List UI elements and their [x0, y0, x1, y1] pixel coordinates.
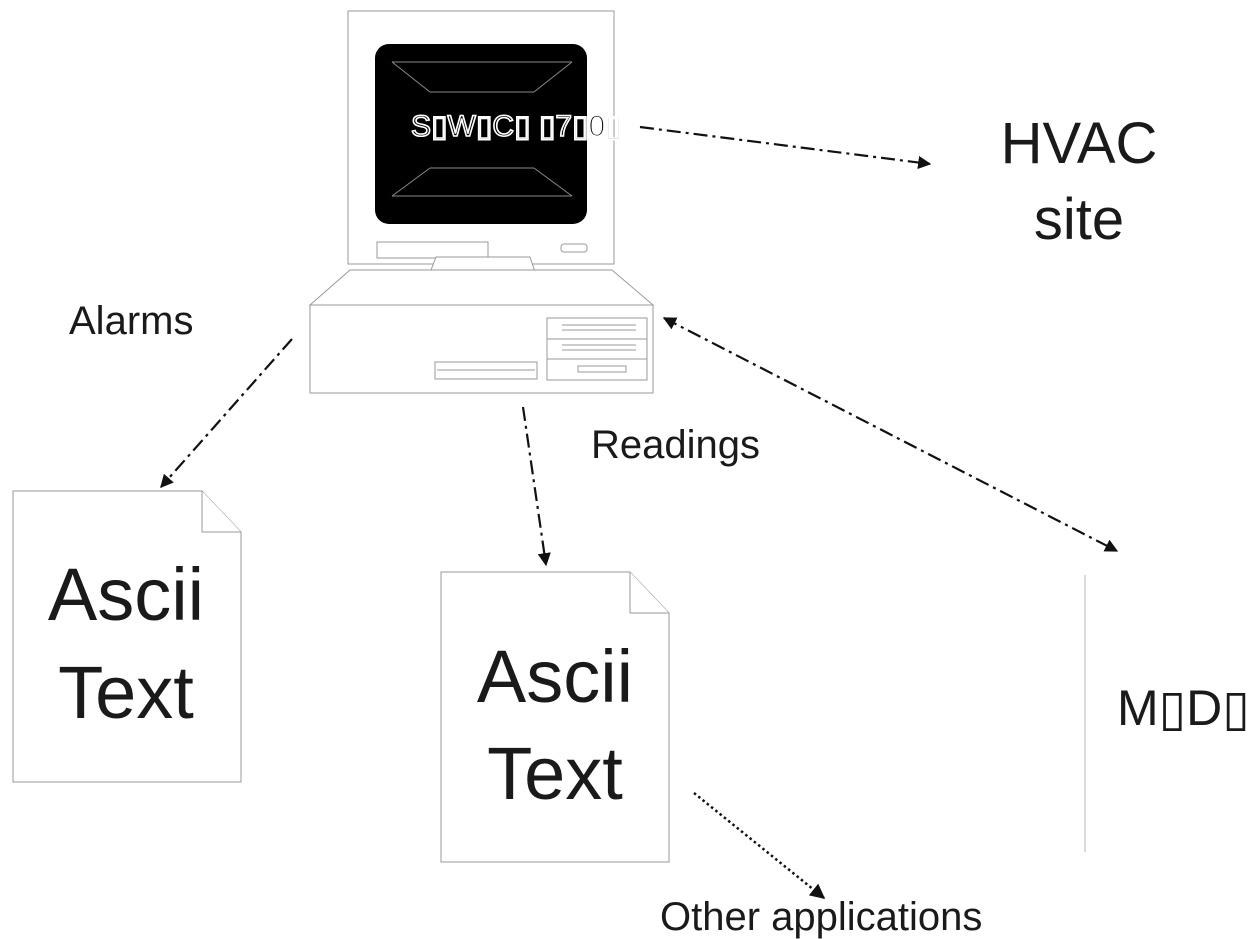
hvac-site-label-line2: site	[1034, 187, 1124, 252]
alarms-label: Alarms	[69, 299, 193, 343]
alarms-document: Ascii Text	[12, 490, 242, 783]
computer-icon: S▯W▯C▯ ▯7▯0▯	[308, 10, 655, 394]
arrow-computer-to-hvac	[639, 125, 932, 170]
document-line2: Text	[487, 732, 623, 815]
document-line2: Text	[58, 651, 194, 734]
arrow-computer-to-alarms	[160, 338, 293, 488]
arrow-computer-to-readings	[521, 406, 551, 567]
screen-label: S▯W▯C▯ ▯7▯0▯	[411, 110, 622, 143]
arrow-computer-mdi-bidirectional	[662, 317, 1119, 552]
mdi-label: M▯D▯	[1117, 680, 1250, 736]
document-line1: Ascii	[477, 635, 633, 718]
desktop-case-top	[308, 269, 655, 306]
monitor-power-button	[560, 243, 588, 253]
other-applications-label: Other applications	[660, 895, 982, 939]
monitor-control-panel	[376, 241, 489, 259]
drive-bays	[546, 317, 648, 381]
screen-bevel	[391, 61, 573, 197]
monitor-screen	[375, 44, 587, 224]
arrow-readings-to-other-applications	[693, 792, 826, 899]
document-line1: Ascii	[48, 553, 204, 636]
readings-label: Readings	[591, 423, 760, 467]
hvac-site-label-line1: HVAC	[1001, 111, 1158, 176]
readings-document: Ascii Text	[440, 571, 670, 863]
